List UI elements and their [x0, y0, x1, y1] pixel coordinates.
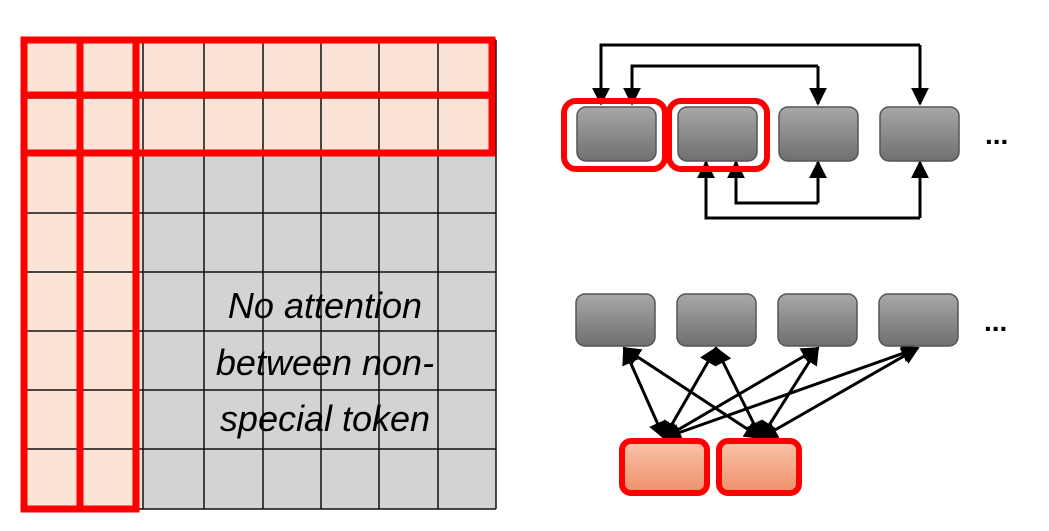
special-token-node-1	[619, 438, 710, 496]
blocked-attention-cell	[321, 155, 379, 213]
top-node-2	[677, 106, 758, 162]
top-node-3	[778, 106, 859, 162]
special-attention-cell	[204, 40, 263, 98]
blocked-attention-cell	[263, 272, 321, 331]
bottom-node-4	[878, 293, 959, 347]
special-attention-cell	[321, 98, 379, 155]
bottom-ellipsis: ...	[984, 306, 1007, 337]
blocked-attention-cell	[263, 213, 321, 272]
special-attention-cell	[321, 40, 379, 98]
blocked-attention-cell	[321, 390, 379, 449]
bottom-connector-inner	[727, 160, 818, 205]
special-attention-cell	[438, 98, 496, 155]
matrix-caption-line-2: between non-	[216, 342, 434, 383]
blocked-attention-cell	[379, 272, 438, 331]
blocked-attention-cell	[321, 331, 379, 390]
blocked-attention-cell	[263, 331, 321, 390]
special-attention-cell	[24, 390, 82, 449]
blocked-attention-cell	[438, 390, 496, 449]
special-row-2-frame	[20, 91, 496, 157]
top-connector-outer	[592, 43, 920, 106]
blocked-attention-cell	[263, 390, 321, 449]
bottom-connector-outer	[697, 160, 920, 220]
blocked-attention-cell	[438, 272, 496, 331]
blocked-attention-cell	[204, 155, 263, 213]
blocked-attention-cell	[379, 331, 438, 390]
blocked-attention-cell	[204, 213, 263, 272]
bottom-node-2	[676, 293, 757, 347]
special-attention-cell	[263, 98, 321, 155]
blocked-attention-cell	[321, 449, 379, 509]
special-attention-cell	[24, 331, 82, 390]
blocked-attention-cell	[438, 213, 496, 272]
blocked-attention-cell	[379, 155, 438, 213]
special-attention-cell	[379, 98, 438, 155]
special-attention-cell	[263, 40, 321, 98]
special-attention-cell	[204, 98, 263, 155]
top-diagram: ...	[561, 43, 1008, 220]
bottom-node-3	[777, 293, 858, 347]
blocked-attention-cell	[204, 331, 263, 390]
top-node-4	[879, 106, 960, 162]
special-attention-cell	[143, 98, 204, 155]
top-node-1	[576, 106, 657, 162]
special-attention-cell	[24, 272, 82, 331]
blocked-attention-cell	[379, 213, 438, 272]
top-node-2-highlight	[666, 98, 770, 172]
blocked-attention-cell	[143, 449, 204, 509]
blocked-attention-cell	[143, 213, 204, 272]
blocked-attention-cell	[143, 331, 204, 390]
blocked-attention-cell	[263, 449, 321, 509]
blocked-attention-cell	[204, 390, 263, 449]
special-attention-cell	[379, 40, 438, 98]
special-attention-cell	[24, 98, 82, 155]
blocked-attention-cell	[438, 449, 496, 509]
bottom-diagram: ...	[575, 293, 1007, 496]
special-attention-cell	[24, 155, 82, 213]
special-token-node-2	[716, 438, 802, 496]
blocked-attention-cell	[321, 272, 379, 331]
matrix-caption-line-1: No attention	[228, 285, 422, 326]
special-attention-cell	[24, 449, 82, 509]
blocked-attention-cell	[143, 272, 204, 331]
blocked-attention-cell	[379, 449, 438, 509]
blocked-attention-cell	[379, 390, 438, 449]
blocked-attention-cell	[263, 155, 321, 213]
blocked-attention-cell	[143, 390, 204, 449]
top-ellipsis: ...	[985, 119, 1008, 150]
special-attention-cell	[24, 40, 82, 98]
bottom-node-1	[575, 293, 656, 347]
blocked-attention-cell	[143, 155, 204, 213]
blocked-attention-cell	[204, 449, 263, 509]
blocked-attention-cell	[204, 272, 263, 331]
bidirectional-arrows	[622, 344, 920, 442]
special-attention-cell	[24, 213, 82, 272]
attention-matrix: No attention between non- special token	[20, 36, 497, 513]
blocked-attention-cell	[321, 213, 379, 272]
blocked-attention-cell	[438, 331, 496, 390]
special-attention-cell	[438, 40, 496, 98]
matrix-cells	[24, 40, 496, 509]
special-attention-cell	[143, 40, 204, 98]
top-node-1-highlight	[561, 98, 668, 172]
top-connector-inner	[623, 64, 818, 106]
matrix-caption-line-3: special token	[220, 398, 430, 439]
blocked-attention-cell	[438, 155, 496, 213]
